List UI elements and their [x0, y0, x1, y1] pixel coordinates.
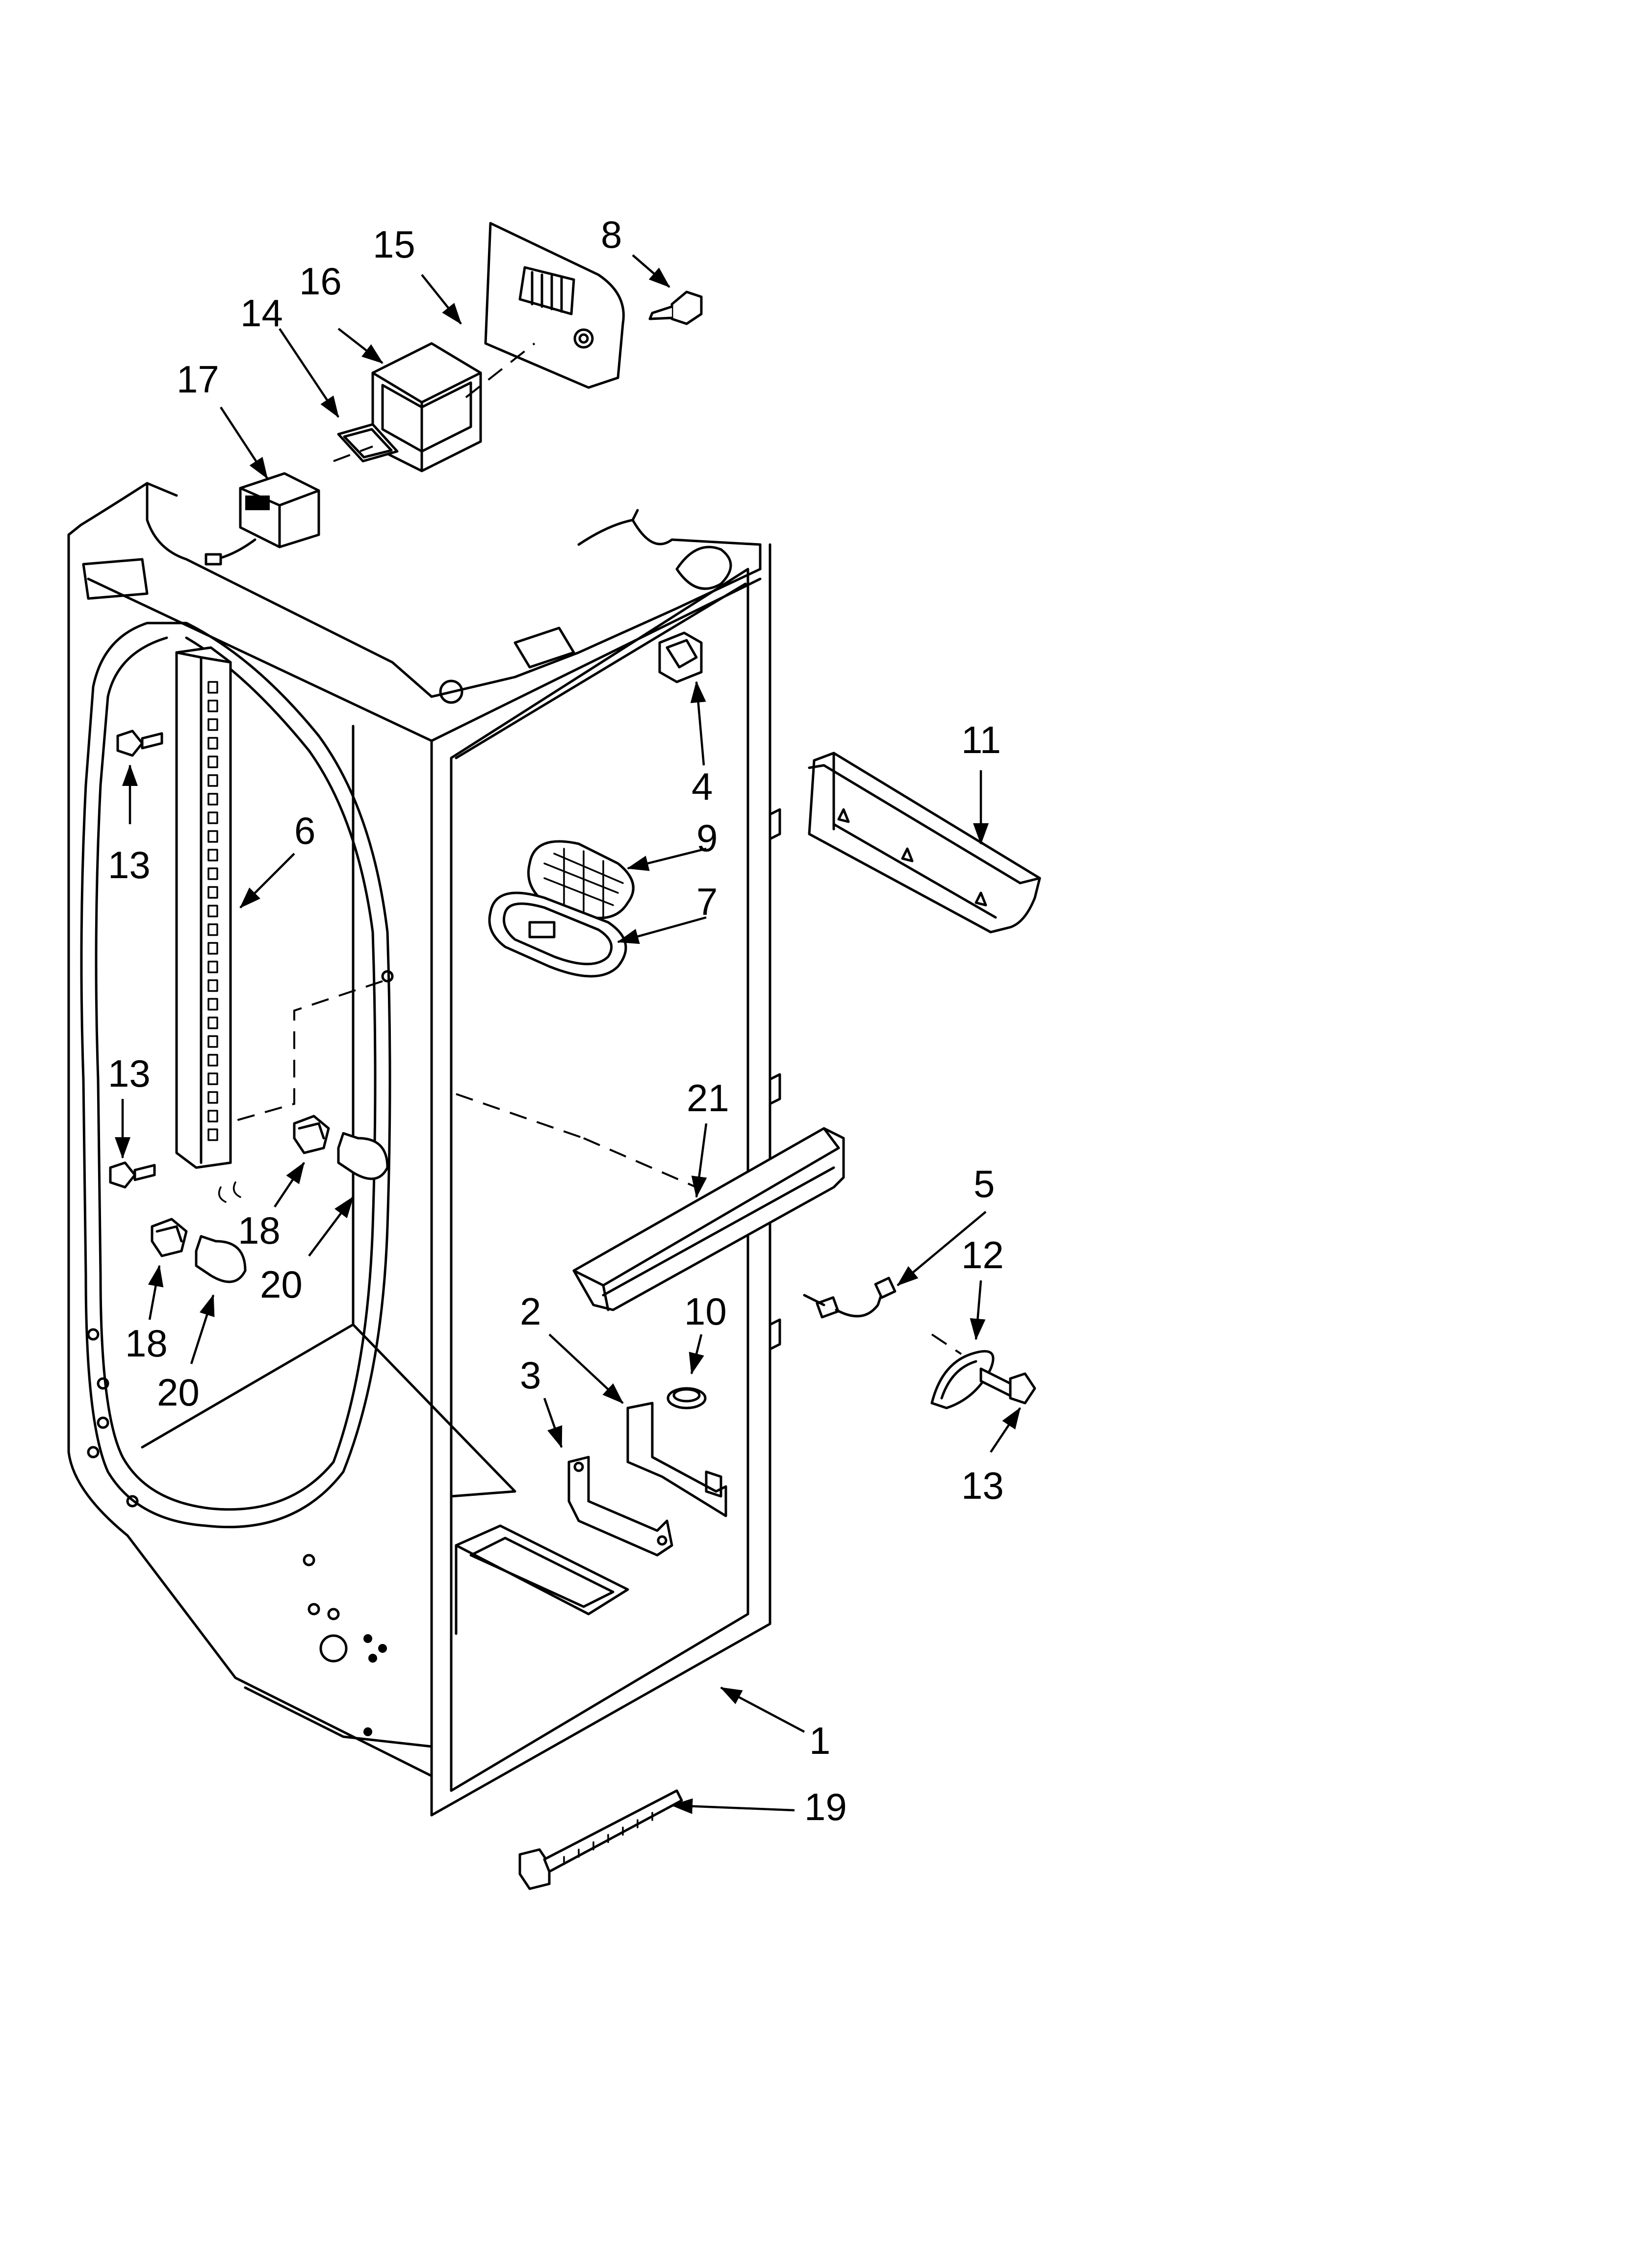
screw-left-lower [109, 1161, 156, 1189]
light-switch [658, 631, 703, 683]
rail-slot [207, 793, 218, 806]
cable-tie [518, 1789, 683, 1890]
rail-slot [207, 979, 218, 992]
lamp-socket-lower [151, 1218, 188, 1257]
cabinet-liner [67, 482, 781, 1817]
rail-slot [207, 718, 218, 731]
bracket-b [567, 1456, 673, 1557]
lamp-socket-right [930, 1333, 1036, 1409]
rail-slot [207, 756, 218, 768]
rail-slot [207, 905, 218, 917]
callout-18b: 18 [125, 1322, 168, 1365]
rail-slot [207, 1110, 218, 1122]
callout-15: 15 [373, 223, 415, 266]
bulb-lower [195, 1235, 247, 1283]
callout-3: 3 [520, 1354, 541, 1397]
thermostat [205, 472, 320, 566]
screw-left-upper [116, 730, 163, 757]
rail-slot [207, 886, 218, 899]
callout-2: 2 [520, 1290, 541, 1333]
divider-cover [572, 1127, 845, 1311]
screw-top [648, 290, 703, 325]
rail-slot [207, 681, 218, 694]
shelf-rail [175, 646, 232, 1169]
bulb-upper [337, 1132, 389, 1180]
cover-support [808, 752, 1041, 934]
callout-6: 6 [294, 809, 315, 852]
callout-20a: 20 [260, 1263, 303, 1306]
rail-slot [207, 1128, 218, 1141]
wire-harness [803, 1277, 897, 1319]
callout-10: 10 [684, 1290, 727, 1333]
callout-11: 11 [961, 718, 1001, 761]
callout-14: 14 [240, 291, 283, 335]
rail-slot [207, 867, 218, 880]
rail-slot [207, 1091, 218, 1104]
callout-9: 9 [696, 816, 718, 860]
rail-slot [207, 830, 218, 843]
gasket [337, 423, 399, 463]
callout-8: 8 [601, 213, 622, 256]
lamp-socket-upper [293, 1115, 330, 1154]
rail-slot [207, 700, 218, 712]
rail-slot [207, 1017, 218, 1029]
rail-slot [207, 942, 218, 955]
control-housing [371, 342, 482, 472]
rail-slot [207, 998, 218, 1011]
callout-18a: 18 [238, 1209, 281, 1252]
bracket-a [626, 1402, 727, 1517]
callout-13c: 13 [961, 1464, 1004, 1507]
callout-labels: 1 2 3 4 5 6 7 8 9 10 11 12 13 13 13 14 1… [108, 213, 1004, 1828]
callout-7: 7 [696, 880, 718, 923]
callout-13a: 13 [108, 843, 151, 886]
rail-slot [207, 849, 218, 861]
rail-slot [207, 811, 218, 824]
rail-slot [207, 1054, 218, 1067]
callout-16: 16 [299, 260, 342, 303]
rail-slot [207, 774, 218, 787]
callout-20b: 20 [157, 1371, 200, 1414]
leader-lines [115, 254, 1021, 1814]
rail-slot [207, 1035, 218, 1048]
plug [667, 1387, 707, 1409]
callout-1: 1 [809, 1719, 830, 1762]
callout-21: 21 [687, 1076, 729, 1120]
callout-4: 4 [692, 765, 713, 808]
callout-5: 5 [974, 1162, 995, 1205]
callout-12: 12 [961, 1233, 1004, 1277]
callout-13b: 13 [108, 1052, 151, 1095]
rail-slot [207, 737, 218, 750]
rail-slot [207, 961, 218, 973]
callout-19: 19 [804, 1785, 847, 1828]
rail-slot [207, 923, 218, 936]
control-panel [484, 222, 625, 389]
rail-slot [207, 1072, 218, 1085]
callout-17: 17 [177, 358, 219, 401]
vent-bezel [488, 891, 627, 978]
